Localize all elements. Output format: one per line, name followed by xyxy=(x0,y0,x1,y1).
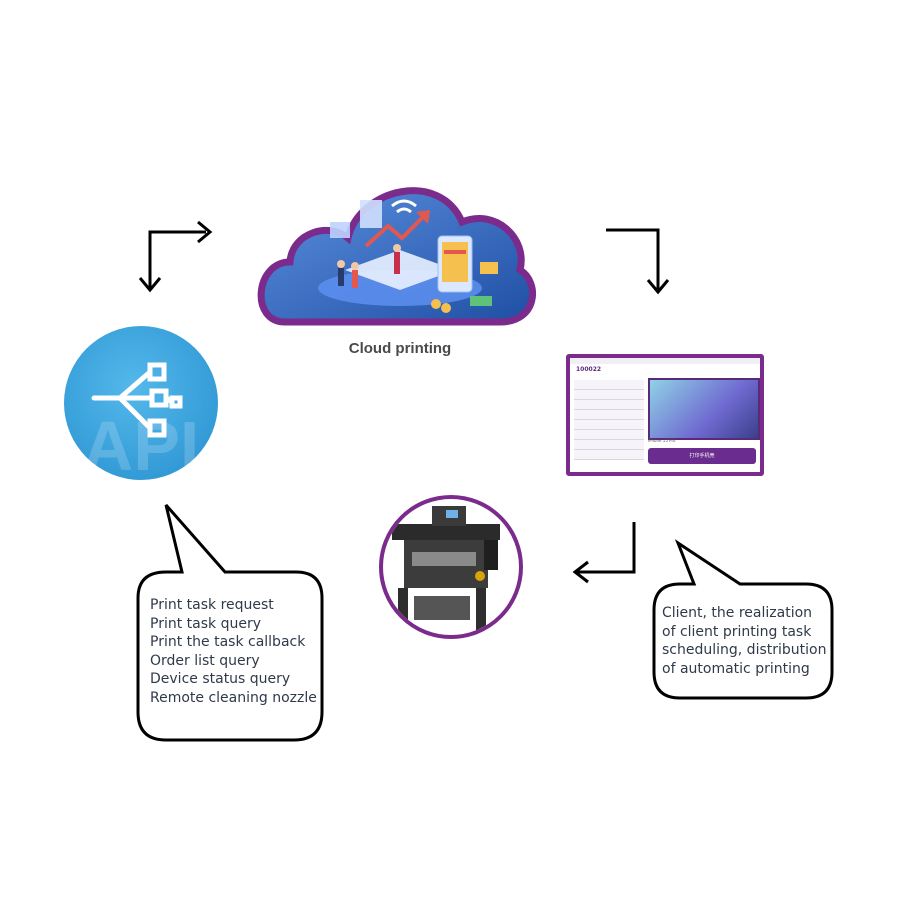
api-feature-item: Remote cleaning nozzle xyxy=(150,689,317,706)
client-screen: 100022 iPhone 15 Pro 打印手机壳 xyxy=(566,354,764,476)
api-circle-image: API xyxy=(64,326,218,485)
print-case-button[interactable]: 打印手机壳 xyxy=(648,448,756,464)
client-task-table xyxy=(574,380,644,460)
api-feature-item: Print task request xyxy=(150,597,274,613)
client-titlebar xyxy=(570,358,760,364)
client-app-code: 100022 xyxy=(576,366,602,373)
client-bubble-shape xyxy=(652,539,834,700)
client-description-line: Client, the realization xyxy=(662,605,813,621)
printer-circle-image xyxy=(379,495,523,639)
cloud-printing-image xyxy=(257,187,536,326)
client-description-line: of client printing task xyxy=(662,623,812,640)
client-description: Client, the realization of client printi… xyxy=(662,604,826,678)
arrow-api-to-cloud xyxy=(138,220,213,293)
client-description-line: scheduling, distribution xyxy=(662,642,827,659)
client-model-caption: iPhone 15 Pro xyxy=(648,438,676,443)
api-feature-item: Order list query xyxy=(150,652,260,669)
client-description-line: of automatic printing xyxy=(662,660,810,677)
api-feature-list: Print task request Print task query Prin… xyxy=(150,596,317,708)
api-bubble-shape xyxy=(136,504,324,742)
arrow-client-to-printer xyxy=(572,522,636,584)
arrow-cloud-to-client xyxy=(606,228,670,295)
api-tree-icon xyxy=(91,362,183,438)
api-feature-item: Device status query xyxy=(150,671,291,688)
phone-case-preview xyxy=(648,378,760,440)
api-feature-item: Print the task callback xyxy=(150,634,306,651)
api-feature-item: Print task query xyxy=(150,615,261,632)
cloud-printing-label: Cloud printing xyxy=(348,340,452,357)
